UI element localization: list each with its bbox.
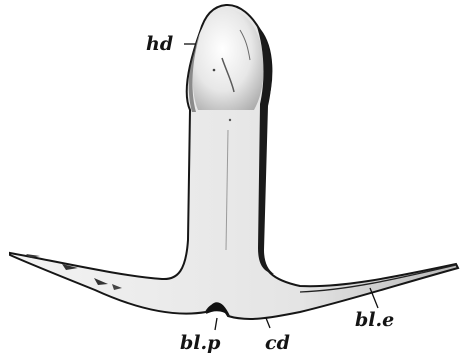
cd-leader [266,318,270,328]
label-hd: hd [146,33,173,55]
label-blp: bl.p [180,332,221,354]
label-ble: bl.e [355,309,394,331]
head-dot [213,69,216,72]
label-cd: cd [265,332,290,354]
head-dot [229,119,231,121]
blp-leader [215,318,217,330]
